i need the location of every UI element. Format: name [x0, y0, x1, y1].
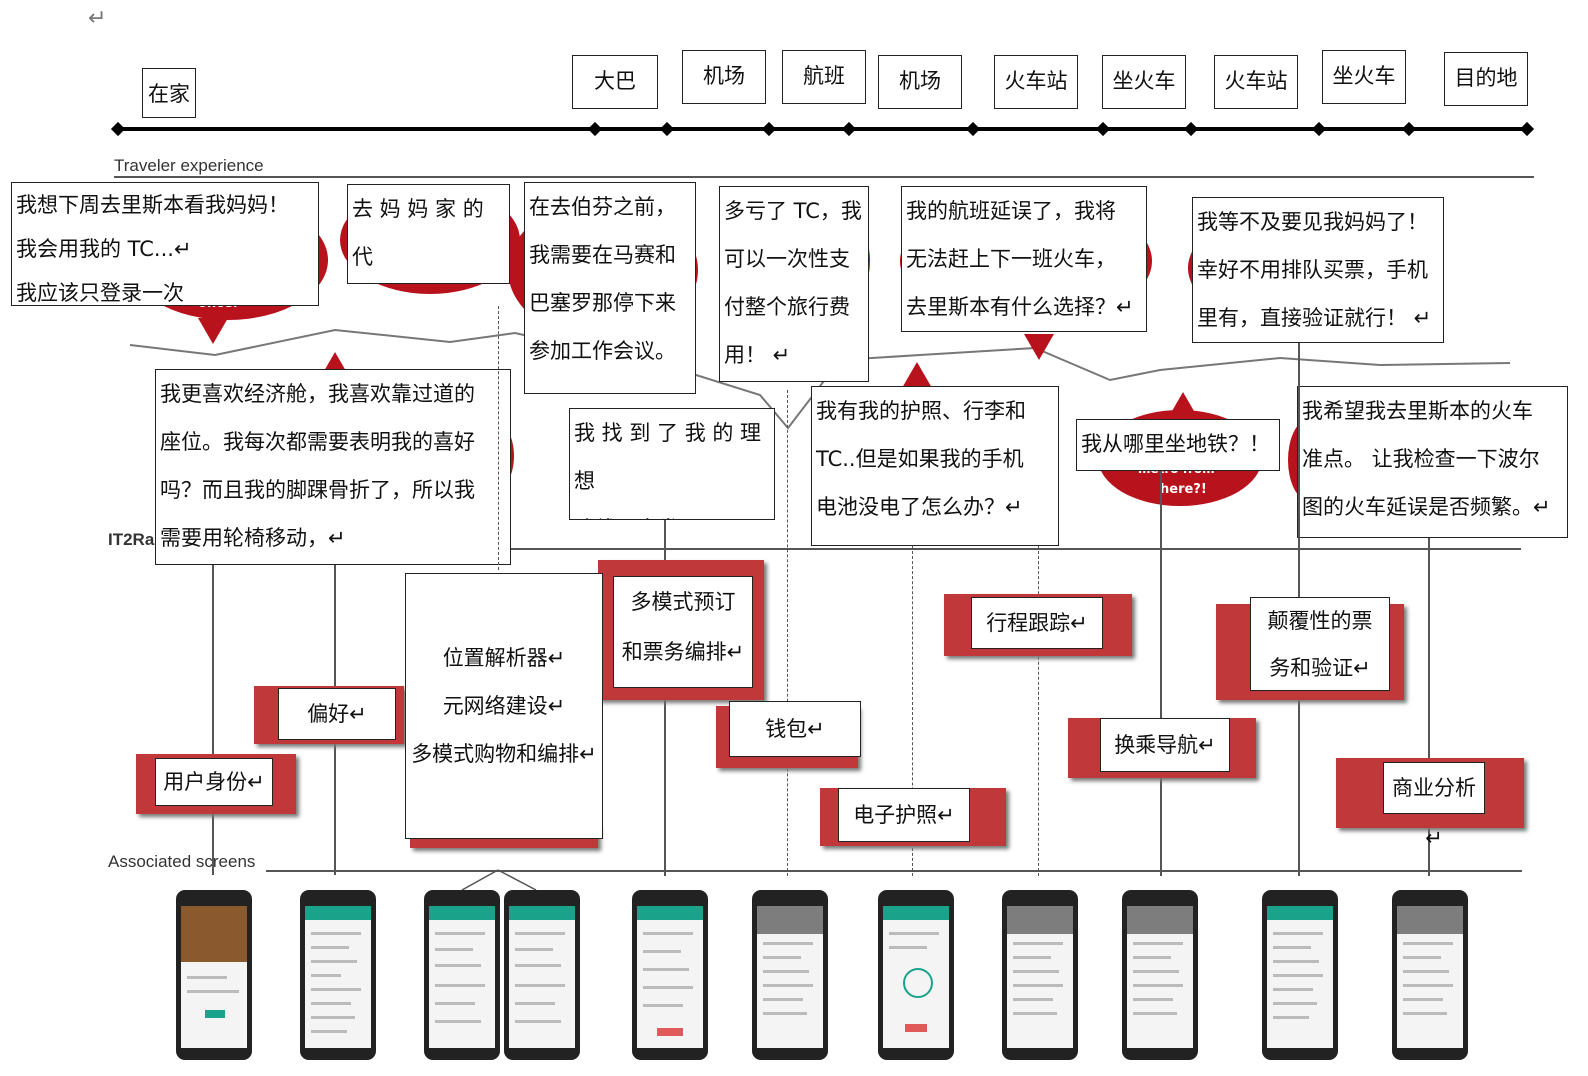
- timeline-marker: [1095, 121, 1111, 137]
- stage-label: 机场: [682, 50, 766, 104]
- timeline-marker: [110, 121, 126, 137]
- experience-note-mother: 我等不及要见我妈妈了！ 幸好不用排队买票，手机 里有，直接验证就行！ ↵: [1192, 197, 1444, 343]
- phone-display: [429, 906, 495, 1048]
- stage-label: 火车站: [994, 55, 1078, 109]
- experience-note-meetings: 在去伯芬之前， 我需要在马赛和 巴塞罗那停下来 参加工作会议。: [524, 182, 696, 394]
- feature-location-resolver: 位置解析器↵ 元网络建设↵ 多模式购物和编排↵: [405, 573, 603, 839]
- stage-label: 机场: [878, 55, 962, 109]
- section-divider: [511, 548, 1521, 550]
- return-mark-icon: ↵: [88, 6, 107, 31]
- phone-screen-search: [424, 890, 500, 1060]
- phone-display: [181, 906, 247, 1048]
- feature-preferences: 偏好↵: [278, 688, 396, 740]
- feature-ticketing-validation: 颠覆性的票 务和验证↵: [1250, 597, 1390, 691]
- phone-display: [757, 906, 823, 1048]
- feature-e-passport: 电子护照↵: [838, 788, 970, 842]
- section-label-traveler-experience: Traveler experience: [114, 156, 264, 175]
- phone-screen-analytics: [1392, 890, 1468, 1060]
- phone-display: [1267, 906, 1333, 1048]
- section-divider: [114, 176, 1534, 178]
- stage-label: 航班: [782, 50, 866, 104]
- screen-connector: [461, 869, 537, 891]
- experience-note-alternative-route: 去 妈 妈 家 的 代 替路线是什么: [347, 184, 510, 284]
- phone-screen-ticketing: [1262, 890, 1338, 1060]
- phone-screen-booking: [632, 890, 708, 1060]
- phone-screen-tracking: [1002, 890, 1078, 1060]
- experience-note-payment: 多亏了 TC，我 可以一次性支 付整个旅行费 用！ ↵: [719, 186, 869, 382]
- connector-line: [912, 546, 913, 876]
- feature-transfer-navigation: 换乘导航↵: [1100, 718, 1230, 772]
- bubble-pointer: [198, 318, 228, 344]
- bubble-pointer: [1024, 334, 1054, 360]
- phone-display: [305, 906, 371, 1048]
- timeline-marker: [965, 121, 981, 137]
- timeline-marker: [1519, 121, 1535, 137]
- phone-display: [883, 906, 949, 1048]
- experience-note-train-delay: 我希望我去里斯本的火车 准点。 让我检查一下波尔 图的火车延误是否频繁。↵: [1297, 386, 1568, 538]
- stage-label: 火车站: [1214, 55, 1298, 109]
- phone-display: [509, 906, 575, 1048]
- timeline-marker: [1401, 121, 1417, 137]
- experience-note-ideal-route: 我 找 到 了 我 的 理 想 路线，出发吧！ ↵: [569, 408, 775, 520]
- phone-screen-preferences: [300, 890, 376, 1060]
- timeline-marker: [841, 121, 857, 137]
- timeline-marker: [587, 121, 603, 137]
- timeline-marker: [761, 121, 777, 137]
- bubble-text: here?!: [1160, 482, 1207, 497]
- connector-line: [498, 306, 499, 570]
- connector-line: [1428, 538, 1430, 876]
- feature-user-identity: 用户身份↵: [155, 758, 273, 806]
- experience-note-preferences: 我更喜欢经济舱，我喜欢靠过道的 座位。我每次都需要表明我的喜好 吗？而且我的脚踝…: [155, 369, 511, 565]
- phone-screen-navigation: [1122, 890, 1198, 1060]
- connector-line: [787, 390, 788, 876]
- phone-screen-e-passport: [878, 890, 954, 1060]
- experience-note-battery: 我有我的护照、行李和 TC..但是如果我的手机 电池没电了怎么办？↵: [811, 386, 1059, 546]
- section-label-it2rail: IT2Ra: [108, 530, 155, 549]
- feature-wallet: 钱包↵: [729, 701, 861, 757]
- phone-screen-results: [504, 890, 580, 1060]
- stage-label: 目的地: [1444, 52, 1528, 106]
- stage-label: 坐火车: [1102, 55, 1186, 109]
- timeline-marker: [1311, 121, 1327, 137]
- phone-screen-wallet: [752, 890, 828, 1060]
- experience-note-home: 我想下周去里斯本看我妈妈！ 我会用我的 TC...↵ 我应该只登录一次: [11, 182, 319, 306]
- connector-line: [1160, 471, 1162, 876]
- connector-line: [212, 565, 214, 875]
- stage-label: 坐火车: [1322, 50, 1406, 104]
- timeline-marker: [1183, 121, 1199, 137]
- connector-line: [1038, 546, 1039, 876]
- timeline-axis: [118, 127, 1532, 131]
- feature-trip-tracking: 行程跟踪↵: [971, 597, 1103, 649]
- feature-multimodal-booking: 多模式预订 和票务编排↵: [613, 576, 753, 688]
- stage-label: 大巴: [572, 55, 658, 109]
- phone-display: [1007, 906, 1073, 1048]
- bubble-pointer: [902, 362, 932, 388]
- phone-display: [1397, 906, 1463, 1048]
- timeline-marker: [659, 121, 675, 137]
- feature-business-analytics: 商业分析↵: [1383, 762, 1485, 850]
- section-label-associated-screens: Associated screens: [108, 852, 256, 871]
- phone-screen-home: [176, 890, 252, 1060]
- phone-display: [1127, 906, 1193, 1048]
- experience-note-metro: 我从哪里坐地铁？！: [1076, 419, 1280, 471]
- stage-label: 在家: [142, 68, 196, 118]
- phone-display: [637, 906, 703, 1048]
- section-divider: [266, 870, 1522, 872]
- experience-note-flight-delay: 我的航班延误了，我将 无法赶上下一班火车， 去里斯本有什么选择？↵: [901, 186, 1147, 332]
